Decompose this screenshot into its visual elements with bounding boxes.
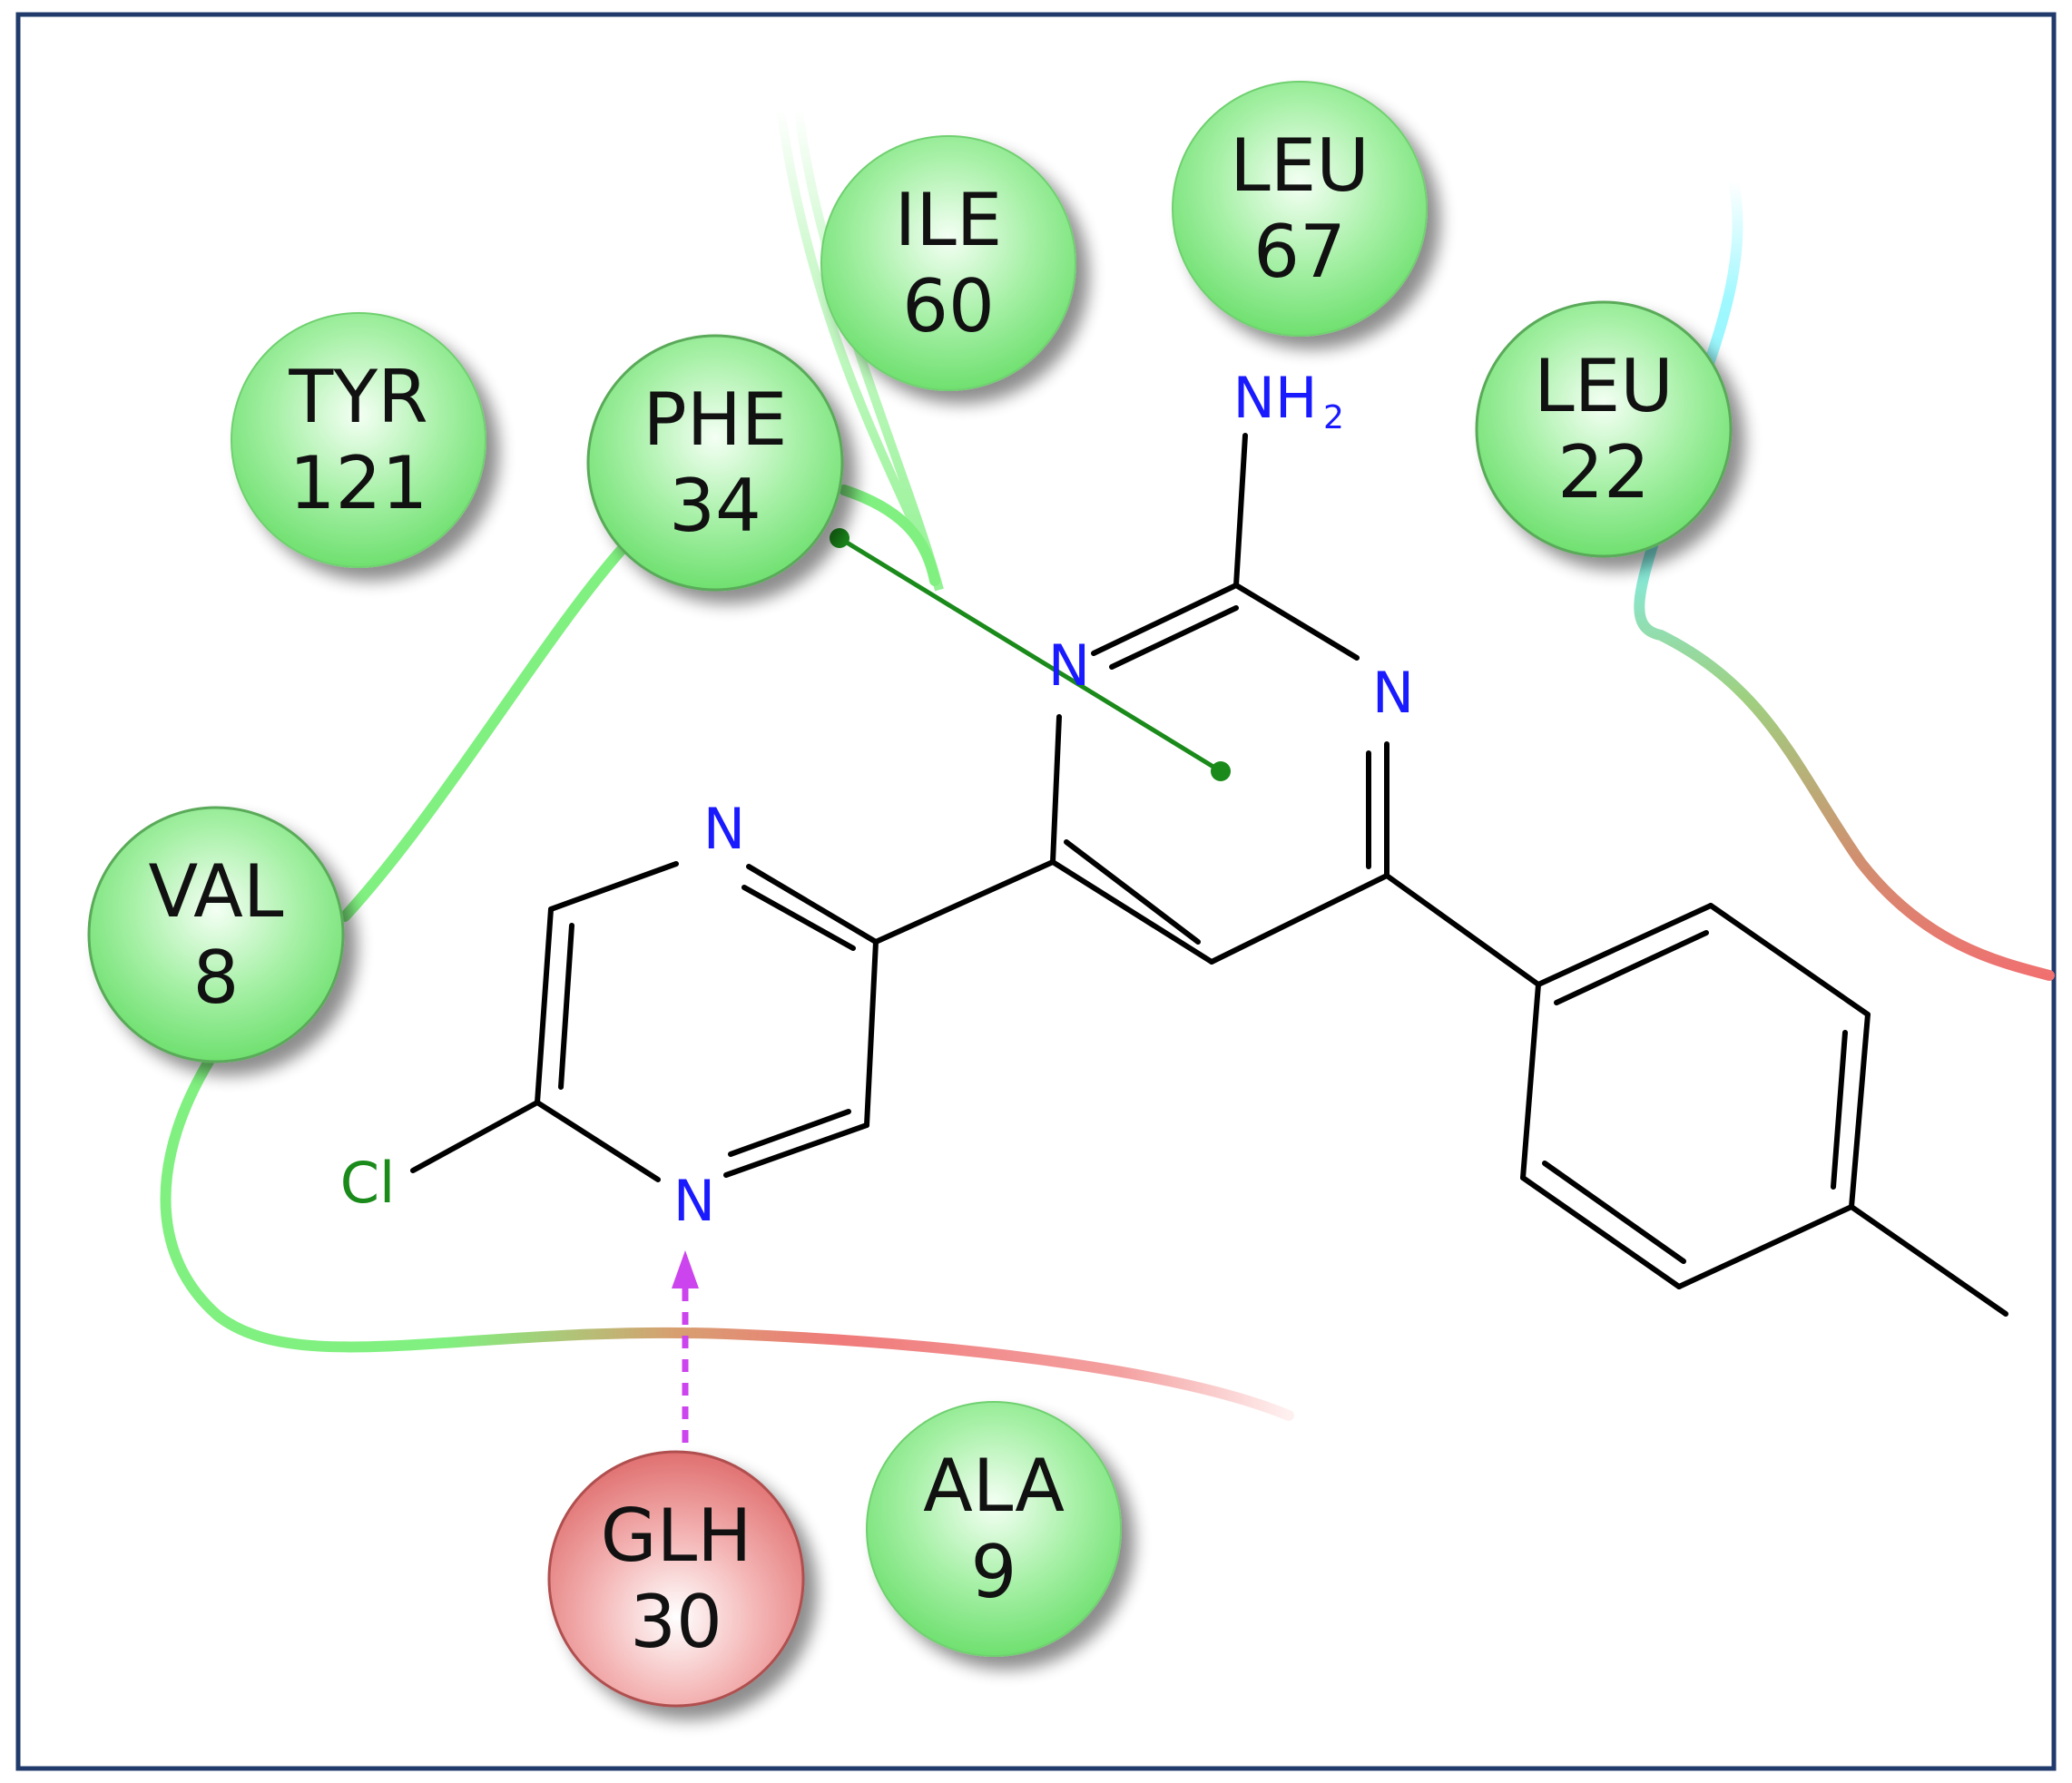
residue-val8: VAL 8 <box>87 806 345 1063</box>
residue-ala9: ALA 9 <box>866 1401 1122 1657</box>
ligand-bonds <box>410 433 2008 1317</box>
residue-number: 60 <box>902 264 995 348</box>
residue-number: 34 <box>669 464 761 548</box>
residue-name: GLH <box>601 1494 752 1578</box>
residue-number: 9 <box>971 1530 1017 1614</box>
residue-number: 67 <box>1253 210 1346 294</box>
residue-leu22: LEU 22 <box>1475 300 1733 558</box>
atom-n-pyrazine-1: N <box>703 796 745 862</box>
residue-name: VAL <box>149 849 284 934</box>
atom-n-pyrimidine-1: N <box>1048 632 1090 699</box>
residue-name: TYR <box>288 355 427 439</box>
residue-ile60: ILE 60 <box>820 135 1076 391</box>
residue-glh30: GLH 30 <box>547 1450 805 1708</box>
atom-n-pyrazine-2: N <box>673 1168 715 1234</box>
residue-leu67: LEU 67 <box>1172 81 1428 337</box>
hbond-arrow <box>672 1250 699 1443</box>
atom-n-pyrimidine-2: N <box>1372 660 1414 726</box>
residue-number: 30 <box>630 1580 722 1664</box>
atom-cl: Cl <box>340 1150 396 1216</box>
atom-labels: N N NH 2 N N Cl <box>340 365 1414 1234</box>
residue-tyr121: TYR 121 <box>231 312 486 568</box>
residue-phe34: PHE 34 <box>586 334 844 592</box>
residue-name: ALA <box>923 1444 1065 1528</box>
residue-number: 121 <box>290 441 428 525</box>
atom-nh2: NH <box>1233 365 1318 431</box>
residue-number: 22 <box>1557 430 1650 514</box>
pi-stacking-interaction <box>830 528 1231 781</box>
residue-number: 8 <box>193 936 240 1020</box>
residue-name: LEU <box>1534 344 1674 428</box>
atom-nh2-subscript: 2 <box>1323 399 1344 436</box>
residue-name: PHE <box>643 377 788 462</box>
residue-name: LEU <box>1230 123 1370 208</box>
residue-name: ILE <box>895 178 1003 262</box>
